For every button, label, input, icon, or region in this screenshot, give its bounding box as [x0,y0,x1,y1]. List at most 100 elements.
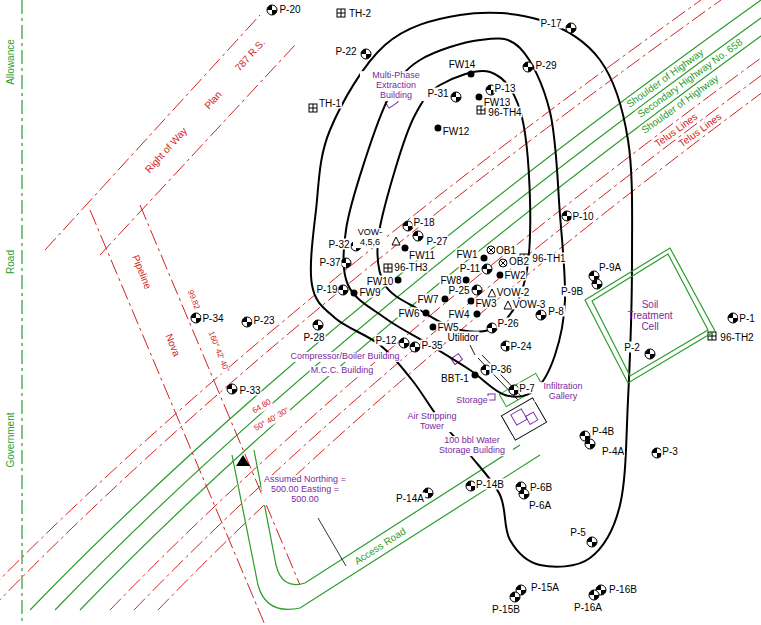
map-label: P-7 [518,383,536,394]
highway-line [55,0,761,610]
map-label: FW14 [448,59,477,70]
map-label: 99.82 [185,288,201,312]
map-label: FW1 [455,249,478,260]
map-label: P-2 [623,342,641,353]
map-label: P-20 [278,4,301,15]
borehole [337,9,345,17]
borehole-cross [309,104,317,112]
right-of-way-line [45,15,260,250]
map-label: Assumed Northing = 500.00 Easting = 500.… [262,475,349,505]
map-label: Compressor/Boiler Building [289,352,400,362]
right-of-way-line [0,0,721,610]
extraction-well [395,277,402,284]
map-label: Multi-Phase Extraction Building [360,71,432,101]
map-label: P-32 [327,239,350,250]
monitoring-well-fill [587,537,597,547]
map-label: P-6A [528,500,552,511]
map-label: 96-TH4 [487,107,522,118]
map-label: P-15B [491,604,521,615]
monitoring-well [472,285,482,295]
monitoring-well-fill [451,92,461,102]
map-label: TH-2 [348,8,372,19]
monitoring-well [523,62,533,72]
monitoring-well [338,285,348,295]
map-label: P-9A [598,262,622,273]
treatment-cell-border [585,248,715,383]
map-label: P-23 [252,315,275,326]
monitoring-well-fill [519,489,529,499]
monitoring-well-fill [413,231,423,241]
map-label: 100 bbl Water Storage Building [431,436,513,456]
map-label: Nova [163,331,183,359]
map-label: 96-TH2 [719,332,754,343]
map-label: P-31 [426,88,449,99]
map-label: Air Stripping Tower [401,412,463,432]
extraction-well [468,298,475,305]
map-label: P-15A [530,582,560,593]
monitoring-well-fill [592,279,602,289]
map-label: Secondary Highway No. 658 [635,36,746,121]
map-label: OB1 [495,245,517,256]
map-label: P-1 [738,313,756,324]
monitoring-well [566,23,576,33]
extraction-well [472,372,479,379]
borehole-cross [384,264,392,272]
monitoring-well-fill [589,590,599,600]
map-label: P-16A [573,602,603,613]
monitoring-well-fill [267,5,277,15]
map-label: Storage [455,396,489,406]
map-label: P-29 [534,60,557,71]
monitoring-well [645,349,655,359]
monitoring-well-fill [338,285,348,295]
monitoring-well-fill [482,264,492,274]
observation-well-cross [500,260,506,266]
map-label: P-25 [447,285,470,296]
map-label: P-3 [661,446,679,457]
water-storage-building [511,409,527,425]
monitoring-well-fill [585,439,595,449]
utilidor-line [478,358,518,400]
cell-label: Soil Treatment Cell [619,299,681,332]
map-label: P-6B [529,482,553,493]
extraction-well [497,272,504,279]
map-label: OB2 [508,256,530,267]
monitoring-well [399,338,409,348]
extraction-well [463,277,470,284]
monitoring-well-fill [242,317,252,327]
map-label: FW6 [397,308,420,319]
monitoring-well-fill [361,49,371,59]
highway-line [80,0,761,610]
map-label: P-27 [425,236,448,247]
map-label: FW3 [474,298,497,309]
monitoring-well-fill [728,313,738,323]
monitoring-well [510,592,520,602]
map-label: P-17 [539,18,562,29]
extraction-well [435,125,442,132]
map-label: Infiltration Gallery [535,382,592,402]
monitoring-well [587,537,597,547]
observation-well [499,259,507,267]
monitoring-well-fill [472,285,482,295]
map-label: FW9 [358,287,381,298]
extraction-well [351,290,358,297]
borehole [384,264,392,272]
map-label: 64.80 [250,398,273,417]
plume-contours [311,13,632,567]
map-label: FW10 [366,276,395,287]
map-label: VOW-2 [496,287,531,298]
treatment-cell-border [592,254,708,376]
map-label: FW12 [442,126,471,137]
plume-contour [311,13,632,567]
pipeline-line [140,205,300,585]
monitoring-well [242,317,252,327]
map-label: P-37 [318,257,341,268]
borehole [309,104,317,112]
extraction-well [442,296,449,303]
monitoring-well-fill [313,320,323,330]
map-label: P-4B [591,426,615,437]
map-label: P-16B [608,584,638,595]
monitoring-well [191,313,201,323]
map-label: M.C.C. Building [310,366,375,376]
monitoring-well-fill [399,338,409,348]
monitoring-well-fill [645,349,655,359]
